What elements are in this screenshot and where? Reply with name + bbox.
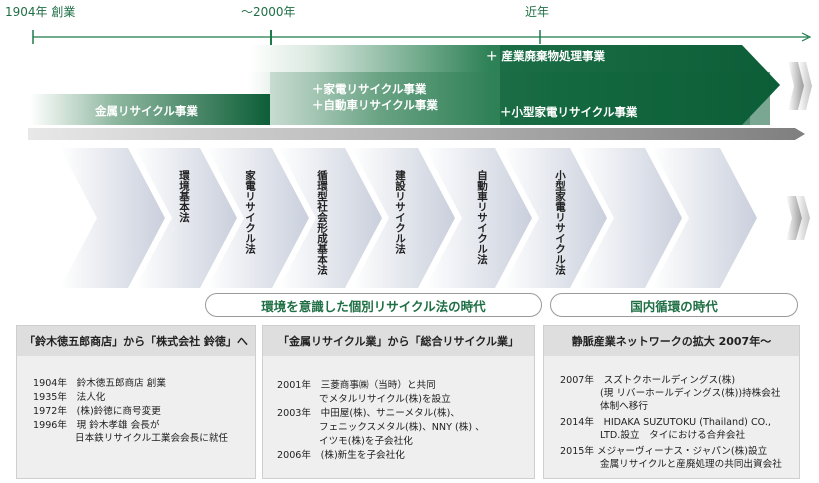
timeline-end-label: 近年 (525, 5, 550, 19)
side-chevron-mid-2 (796, 196, 810, 240)
history-box-3: 静脈産業ネットワークの拡大 2007年～ 2007年 スズトクホールディングス(… (543, 325, 800, 479)
box-2-line: 2001年 三菱商事㈱（当時）と共同 (277, 380, 436, 391)
chevron-3 (207, 148, 309, 288)
box-2-line: 2003年 中田屋(株)、サニーメタル(株)、 (277, 408, 460, 419)
box-3-line: 体制へ移行 (600, 401, 648, 412)
box-2-line: 2006年 (株)新生を子会社化 (277, 450, 405, 461)
chevron-6 (425, 148, 532, 288)
auto-recycling-label: ＋自動車リサイクル事業 (312, 98, 438, 112)
chevron-8 (577, 148, 682, 288)
law-construction-recycling: 建設リサイクル法 (394, 170, 406, 254)
box-2-line: フェニックスメタル(株)、NNY (株) 、 (319, 422, 485, 433)
chevron-4 (279, 148, 382, 288)
chevron-7 (502, 148, 607, 288)
box-2-line: でメタルリサイクル(株)を設立 (319, 394, 451, 405)
metal-recycling-label: 金属リサイクル事業 (95, 104, 198, 118)
law-recycling-society: 循環型社会形成基本法 (316, 170, 328, 275)
box-1-line: 日本鉄リサイクル工業会会長に就任 (75, 433, 229, 444)
appliance-recycling-label: ＋家電リサイクル事業 (312, 82, 427, 96)
small-appliance-label: ＋小型家電リサイクル事業 (500, 105, 638, 119)
law-auto-recycling: 自動車リサイクル法 (476, 170, 488, 265)
timeline-start-label: 1904年 創業 (5, 5, 76, 19)
box-3-line: LTD.設立 タイにおける合弁会社 (600, 430, 746, 441)
box-3-line: (現 リバーホールディングス(株))持株会社 (600, 388, 781, 399)
chevron-1 (60, 148, 165, 288)
timeline-arrowhead (801, 32, 812, 42)
box-3-line: 金属リサイクルと産廃処理の共同出資会社 (600, 459, 782, 470)
side-chevron-mid-1 (786, 196, 802, 240)
law-environment-basic: 環境基本法 (178, 170, 190, 223)
box-1-line: 1935年 法人化 (33, 392, 106, 403)
box-3-line: 2015年 メジャーヴィーナス・ジャパン(株)設立 (560, 446, 768, 457)
chevron-5 (352, 148, 455, 288)
era-individual-laws: 環境を意識した個別リサイクル法の時代 (205, 293, 542, 317)
industrial-waste-label: ＋ 産業廃棄物処理事業 (486, 49, 606, 63)
timeline-mid-label: ～2000年 (241, 5, 296, 19)
side-chevron-top-2 (798, 62, 812, 110)
box-2-line: イツモ(株)を子会社化 (319, 436, 413, 447)
box-1-line: 1996年 現 鈴木孝雄 会長が (33, 420, 160, 431)
law-small-appliance-recycling: 小型家電リサイクル法 (554, 170, 566, 275)
box-1-line: 1904年 鈴木徳五郎商店 創業 (33, 378, 166, 389)
history-box-1-title: 「鈴木徳五郎商店」から「株式会社 鈴徳」へ (17, 326, 255, 356)
chevron-9 (652, 148, 757, 288)
law-appliance-recycling: 家電リサイクル法 (244, 170, 256, 254)
chevron-2 (135, 148, 237, 288)
grey-arrow-bar (28, 128, 805, 140)
side-chevron-top-1 (788, 62, 804, 110)
era-domestic-cycle: 国内循環の時代 (550, 293, 798, 317)
box-3-line: 2014年 HIDAKA SUZUTOKU (Thailand) CO., (560, 417, 771, 428)
chevron-row (60, 148, 810, 288)
history-box-2: 「金属リサイクル業」から「総合リサイクル業」 2001年 三菱商事㈱（当時）と共… (262, 325, 535, 479)
box-3-line: 2007年 スズトクホールディングス(株) (560, 375, 736, 386)
history-box-3-title: 静脈産業ネットワークの拡大 2007年～ (544, 326, 799, 356)
history-box-2-title: 「金属リサイクル業」から「総合リサイクル業」 (263, 326, 534, 356)
history-box-1: 「鈴木徳五郎商店」から「株式会社 鈴徳」へ 1904年 鈴木徳五郎商店 創業 1… (16, 325, 256, 479)
box-1-line: 1972年 (株)鈴徳に商号変更 (33, 406, 161, 417)
metal-band (30, 94, 270, 125)
recent-band (500, 45, 780, 125)
